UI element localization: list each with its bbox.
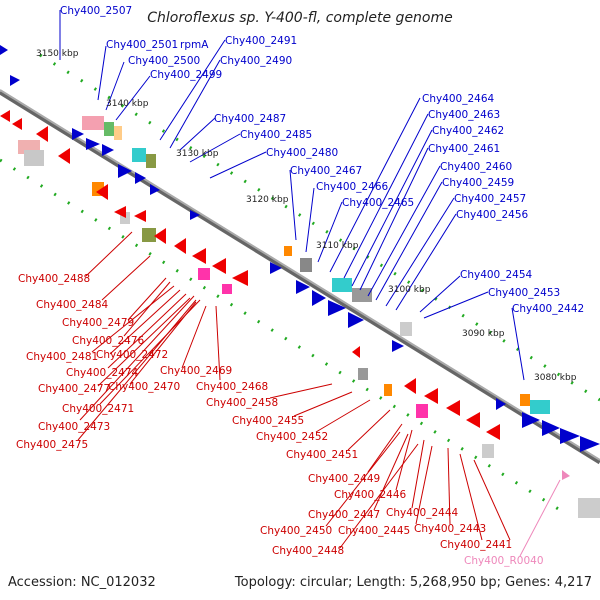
scale-label: 3140 kbp xyxy=(106,99,149,109)
reverse-gene-labels: Chy400_2488 Chy400_2484 Chy400_2479 Chy4… xyxy=(16,273,544,567)
gene-label: Chy400_2468 xyxy=(196,381,268,393)
gene-label: Chy400_2479 xyxy=(62,317,134,329)
gene-label: rpmA xyxy=(180,39,209,51)
gene-label: Chy400_2470 xyxy=(108,381,180,393)
gene-label: Chy400_2449 xyxy=(308,473,380,485)
forward-strand-features xyxy=(0,45,600,452)
gene-label: Chy400_2464 xyxy=(422,93,495,105)
gene-label: Chy400_2500 xyxy=(128,55,200,67)
scale-label: 3130 kbp xyxy=(176,149,219,159)
gene-label: Chy400_2450 xyxy=(260,525,332,537)
gene-label: Chy400_2481 xyxy=(26,351,98,363)
gene-label: Chy400_2465 xyxy=(342,197,414,209)
gene-label: Chy400_2461 xyxy=(428,143,500,155)
map-title: Chloroflexus sp. Y-400-fl, complete geno… xyxy=(147,10,453,26)
gene-label: Chy400_2490 xyxy=(220,55,292,67)
accession-text: Accession: NC_012032 xyxy=(8,575,156,590)
gene-label: Chy400_2507 xyxy=(60,5,132,17)
scale-label: 3150 kbp xyxy=(36,49,79,59)
gene-label: Chy400_2466 xyxy=(316,181,389,193)
gene-label: Chy400_2477 xyxy=(38,383,110,395)
forward-gene-labels: Chy400_2507 Chy400_2501 rpmA Chy400_2500… xyxy=(60,5,584,315)
callout-lines-forward xyxy=(59,10,525,381)
gene-label: Chy400_2474 xyxy=(66,367,139,379)
gene-label: Chy400_2491 xyxy=(225,35,297,47)
gene-label: Chy400_2446 xyxy=(334,489,407,501)
genome-summary-text: Topology: circular; Length: 5,268,950 bp… xyxy=(234,575,592,590)
gene-label: Chy400_2462 xyxy=(432,125,504,137)
gene-label: Chy400_2487 xyxy=(214,113,286,125)
gene-label: Chy400_2485 xyxy=(240,129,312,141)
scale-label: 3110 kbp xyxy=(316,241,359,251)
gene-label: Chy400_2480 xyxy=(266,147,338,159)
gene-label: Chy400_2476 xyxy=(72,335,145,347)
scale-label: 3100 kbp xyxy=(388,285,431,295)
gene-label: Chy400_2451 xyxy=(286,449,358,461)
gene-label: Chy400_2452 xyxy=(256,431,328,443)
gene-label: Chy400_2444 xyxy=(386,507,459,519)
gene-label: Chy400_2501 xyxy=(106,39,178,51)
gene-label: Chy400_2472 xyxy=(96,349,168,361)
gene-label: Chy400_2499 xyxy=(150,69,222,81)
feature-boxes xyxy=(18,116,600,518)
reverse-strand-features xyxy=(0,110,500,440)
scale-labels: 3150 kbp 3140 kbp 3130 kbp 3120 kbp 3110… xyxy=(36,49,577,383)
gene-label: Chy400_2447 xyxy=(308,509,380,521)
gene-label: Chy400_R0040 xyxy=(464,555,544,567)
gene-label: Chy400_2484 xyxy=(36,299,109,311)
gene-label: Chy400_2460 xyxy=(440,161,512,173)
gene-label: Chy400_2469 xyxy=(160,365,232,377)
gene-label: Chy400_2448 xyxy=(272,545,344,557)
rna-callout-line xyxy=(519,479,561,557)
gene-label: Chy400_2453 xyxy=(488,287,560,299)
gene-label: Chy400_2456 xyxy=(456,209,529,221)
gene-label: Chy400_2457 xyxy=(454,193,526,205)
gene-label: Chy400_2467 xyxy=(290,165,362,177)
gene-label: Chy400_2445 xyxy=(338,525,410,537)
gene-label: Chy400_2488 xyxy=(18,273,90,285)
genome-backbone xyxy=(0,89,600,465)
gene-label: Chy400_2458 xyxy=(206,397,278,409)
gene-label: Chy400_2463 xyxy=(428,109,500,121)
gene-label: Chy400_2443 xyxy=(414,523,486,535)
gene-label: Chy400_2471 xyxy=(62,403,134,415)
gene-label: Chy400_2459 xyxy=(442,177,514,189)
callout-lines-reverse xyxy=(77,231,511,549)
scale-label: 3090 kbp xyxy=(462,329,505,339)
gene-label: Chy400_2475 xyxy=(16,439,88,451)
gene-label: Chy400_2473 xyxy=(38,421,110,433)
scale-label: 3080 kbp xyxy=(534,373,577,383)
gene-label: Chy400_2442 xyxy=(512,303,584,315)
scale-label: 3120 kbp xyxy=(246,195,289,205)
gene-label: Chy400_2455 xyxy=(232,415,304,427)
gene-label: Chy400_2454 xyxy=(460,269,533,281)
gene-label: Chy400_2441 xyxy=(440,539,512,551)
